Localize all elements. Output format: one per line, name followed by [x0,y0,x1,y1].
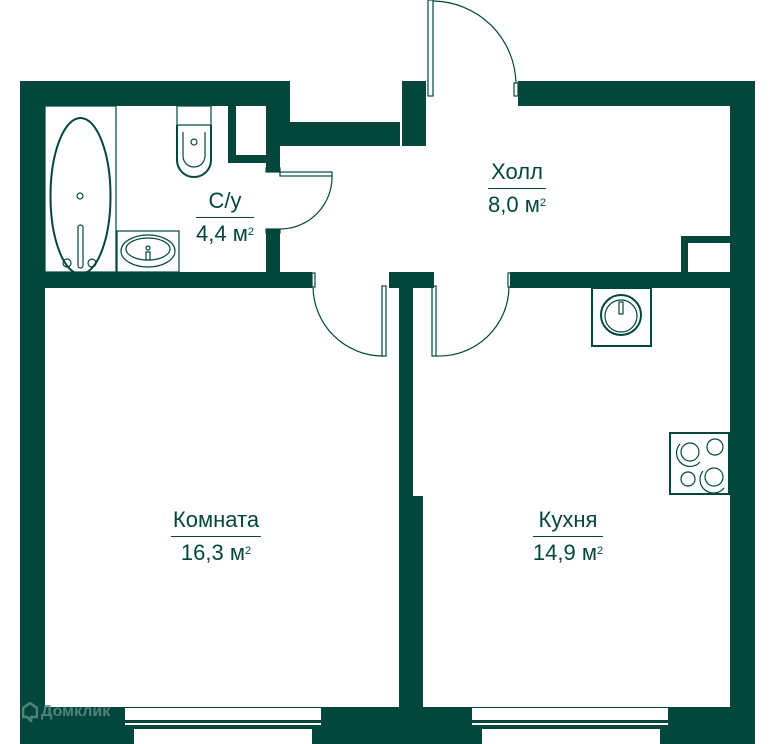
room-door[interactable] [311,272,387,357]
room-name: Холл [488,159,546,189]
room-label-kitchen: Кухня 14,9 м2 [532,507,604,567]
room-name: Комната [170,507,262,537]
walls [20,81,755,744]
room-area: 16,3 м2 [180,540,252,565]
room-name: С/у [196,188,254,218]
kitchen-window [472,708,668,744]
domclick-logo-icon [22,702,38,722]
room-area: 4,4 м2 [196,221,254,246]
watermark-text: Домклик [41,703,111,720]
entrance-door[interactable] [427,0,519,97]
room-area: 8,0 м2 [488,192,546,217]
room-name: Кухня [532,507,604,537]
room-label-bathroom: С/у 4,4 м2 [196,188,254,248]
kitchen-door[interactable] [431,272,512,357]
room-label-room: Комната 16,3 м2 [170,507,262,567]
bathroom-sink-icon [116,230,180,273]
bathroom-door[interactable] [265,167,333,234]
stove-icon [669,432,730,495]
kitchen-sink-icon [591,287,652,347]
toilet-icon [176,105,212,178]
room-window [125,708,321,744]
watermark: Домклик [22,702,110,722]
room-label-hall: Холл 8,0 м2 [488,159,546,219]
bathtub-icon [44,105,117,275]
room-area: 14,9 м2 [532,540,604,565]
